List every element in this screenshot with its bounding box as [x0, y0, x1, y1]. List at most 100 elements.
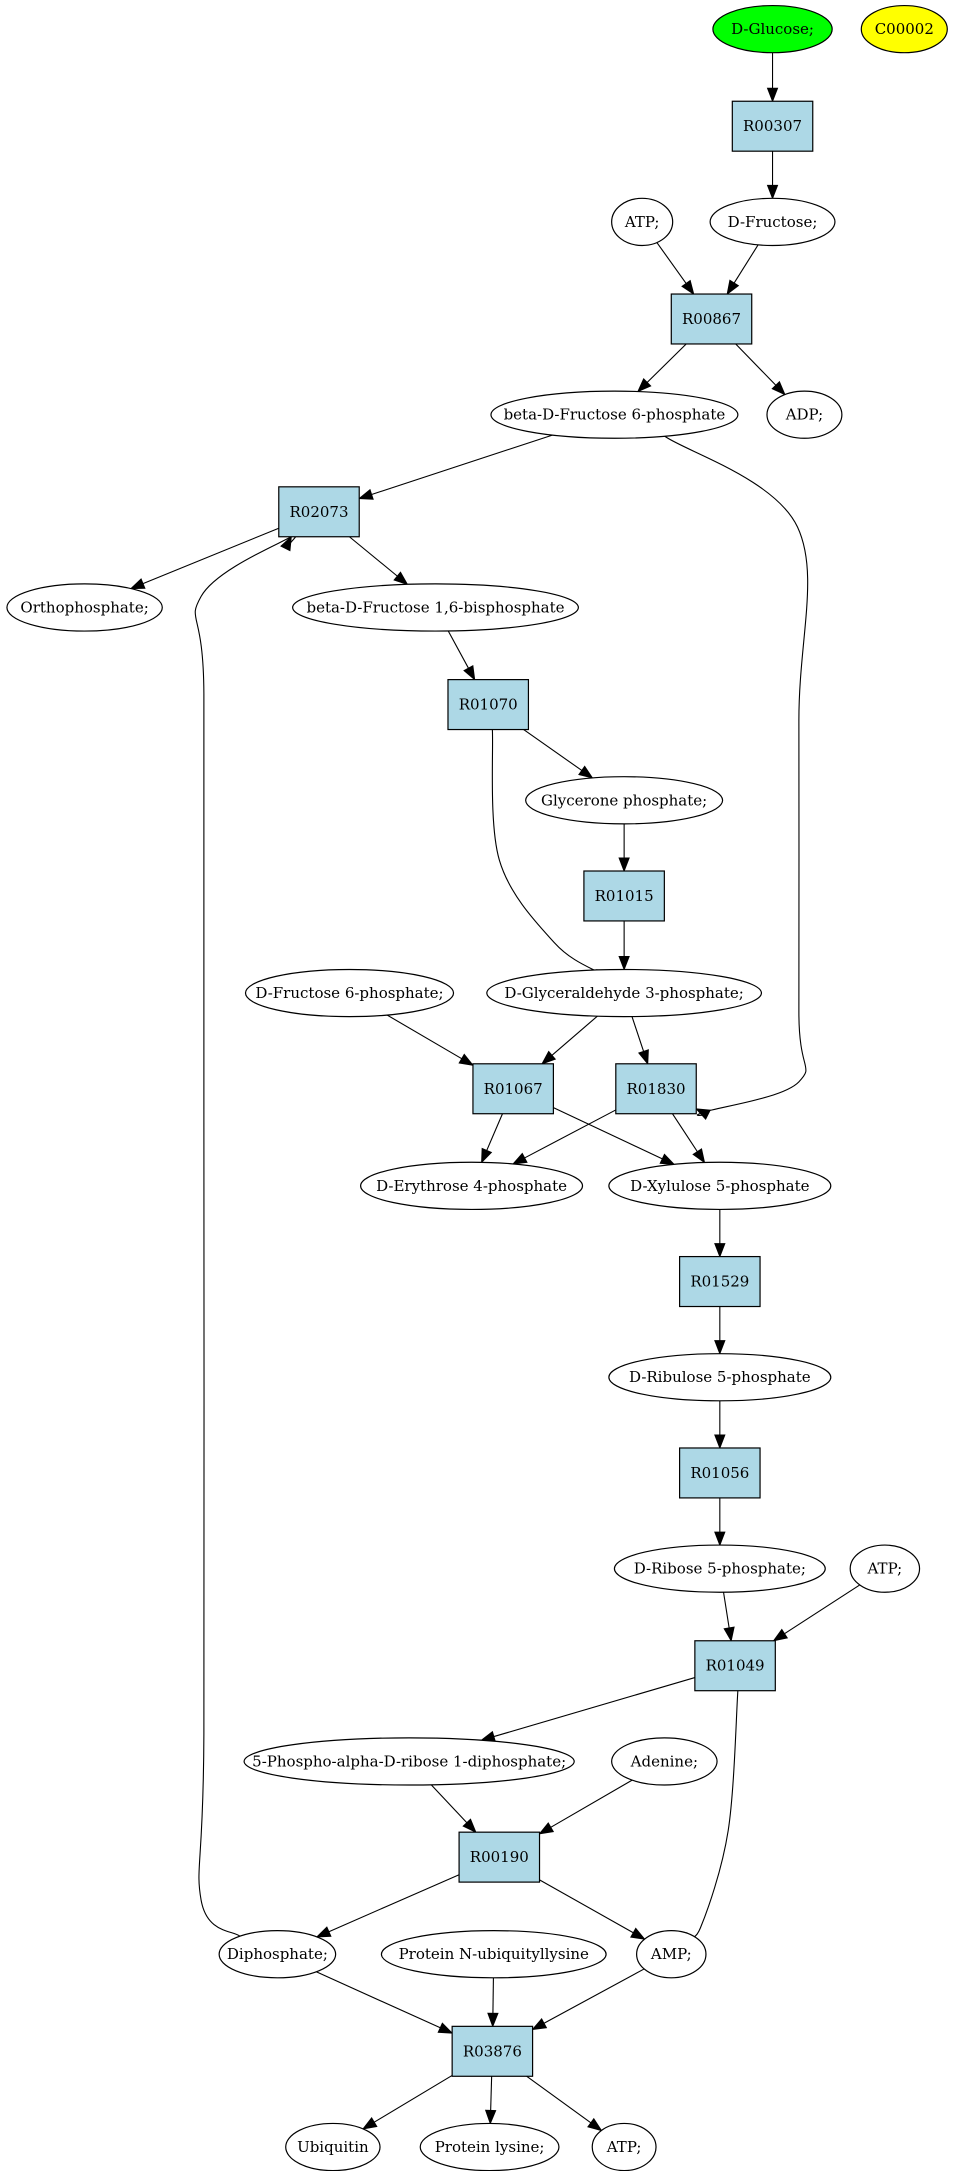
edge-line — [553, 1107, 663, 1160]
compound-node-adp[interactable]: ADP; — [766, 390, 843, 439]
compound-node-atp2[interactable]: ATP; — [849, 1544, 921, 1593]
edge-line — [491, 719, 609, 980]
compound-node-dru5p[interactable]: D-Ribulose 5-phosphate — [608, 1353, 832, 1402]
arrowhead-icon — [618, 955, 630, 971]
edge-atp1-to-r00867 — [656, 242, 695, 296]
reaction-node-r00190[interactable]: R00190 — [458, 1831, 541, 1883]
arrowhead-icon — [463, 665, 476, 681]
compound-ellipse — [611, 1737, 718, 1786]
compound-node-prpp[interactable]: 5-Phospho-alpha-D-ribose 1-diphosphate; — [243, 1737, 575, 1786]
compound-node-dr5p[interactable]: D-Ribose 5-phosphate; — [613, 1544, 826, 1593]
compound-node-de4p[interactable]: D-Erythrose 4-phosphate — [360, 1161, 584, 1211]
edge-r00867-to-adp — [735, 343, 786, 396]
edge-glyp-to-r01015 — [618, 823, 630, 873]
reaction-node-r01056[interactable]: R01056 — [679, 1447, 761, 1499]
arrowhead-icon — [714, 1531, 726, 1547]
arrowhead-icon — [766, 184, 779, 200]
edge-r00307-to-dfructose — [766, 151, 779, 200]
compound-node-ortho[interactable]: Orthophosphate; — [6, 583, 163, 632]
node-label: D-Glyceraldehyde 3-phosphate; — [504, 984, 743, 1002]
node-label: R01049 — [706, 1657, 765, 1675]
reaction-node-r03876[interactable]: R03876 — [451, 2025, 534, 2077]
reaction-node-r02073[interactable]: R02073 — [278, 486, 360, 538]
edge-bdf6p-to-r02073 — [357, 434, 553, 500]
compound-node-dx5p[interactable]: D-Xylulose 5-phosphate — [608, 1161, 832, 1211]
node-label: Ubiquitin — [297, 2138, 369, 2156]
compound-node-atp3[interactable]: ATP; — [591, 2122, 657, 2171]
node-label: C00002 — [875, 20, 934, 38]
edge-r01067-to-de4p — [481, 1113, 503, 1164]
edge-line — [373, 2074, 453, 2123]
compound-ellipse — [218, 1930, 337, 1979]
compound-node-atp1[interactable]: ATP; — [611, 197, 674, 247]
compound-node-dg3p[interactable]: D-Glyceraldehyde 3-phosphate; — [486, 968, 763, 1018]
edge-line — [524, 1109, 617, 1159]
arrowhead-icon — [659, 1153, 676, 1165]
edge-r02073-to-bdf16bp — [349, 536, 409, 586]
compound-node-amp[interactable]: AMP; — [636, 1930, 707, 1979]
reaction-node-r01070[interactable]: R01070 — [447, 679, 530, 731]
node-label: ATP; — [624, 213, 660, 231]
compound-ellipse — [490, 390, 739, 439]
compound-node-df6p[interactable]: D-Fructose 6-phosphate; — [244, 968, 455, 1018]
reaction-box — [447, 679, 530, 731]
edge-line — [486, 1113, 503, 1151]
edge-amp-to-r03876 — [531, 1968, 645, 2031]
reaction-node-r00307[interactable]: R00307 — [731, 100, 814, 152]
reaction-box — [679, 1255, 761, 1308]
node-label: R00307 — [743, 117, 802, 135]
compound-ellipse — [243, 1737, 575, 1786]
edge-line — [523, 729, 583, 771]
node-label: beta-D-Fructose 1,6-bisphosphate — [306, 598, 564, 616]
compound-node-glyp[interactable]: Glycerone phosphate; — [525, 776, 724, 825]
edge-r01056-to-dr5p — [714, 1497, 726, 1547]
edge-line — [371, 434, 553, 496]
reaction-node-r01015[interactable]: R01015 — [583, 870, 665, 922]
compound-ellipse — [380, 1930, 607, 1979]
compound-node-plysine[interactable]: Protein lysine; — [419, 2122, 560, 2171]
edge-bdf16bp-to-r01070 — [447, 630, 476, 681]
edge-line — [316, 1971, 441, 2029]
compound-node-bdf16bp[interactable]: beta-D-Fructose 1,6-bisphosphate — [292, 583, 579, 632]
node-label: R01056 — [690, 1464, 749, 1482]
edge-layer — [129, 52, 861, 2132]
arrowhead-icon — [280, 535, 292, 552]
compound-node-dfructose[interactable]: D-Fructose; — [709, 197, 836, 247]
compound-node-diphos[interactable]: Diphosphate; — [218, 1930, 337, 1979]
compound-ellipse — [292, 583, 579, 632]
edge-diphos-to-r02073 — [194, 534, 297, 1940]
compound-node-ubiquitin[interactable]: Ubiquitin — [285, 2122, 381, 2171]
reaction-box — [583, 870, 665, 922]
edge-dg3p-to-r01067 — [541, 1015, 598, 1065]
edge-line — [447, 630, 469, 669]
edge-line — [784, 1584, 861, 1635]
edge-dx5p-to-r01529 — [714, 1209, 726, 1258]
arrowhead-icon — [587, 2117, 603, 2132]
compound-node-adenine[interactable]: Adenine; — [611, 1737, 718, 1786]
compound-ellipse — [608, 1353, 832, 1402]
arrowhead-icon — [481, 1147, 493, 1164]
reaction-node-r01049[interactable]: R01049 — [694, 1640, 776, 1692]
arrowhead-icon — [714, 1434, 726, 1450]
edge-df6p-to-r01067 — [386, 1014, 475, 1066]
compound-node-bdf6p[interactable]: beta-D-Fructose 6-phosphate — [490, 390, 739, 439]
compound-node-dglucose[interactable]: D-Glucose; — [712, 4, 833, 54]
edge-line — [386, 1014, 463, 1060]
compound-ellipse — [860, 4, 948, 54]
reaction-node-r00867[interactable]: R00867 — [670, 293, 753, 345]
edge-r01067-to-dx5p — [553, 1107, 676, 1165]
arrowhead-icon — [618, 857, 630, 873]
edge-r01049-to-amp — [673, 1679, 740, 1948]
reaction-node-r01529[interactable]: R01529 — [679, 1255, 761, 1308]
compound-node-pnubl[interactable]: Protein N-ubiquityllysine — [380, 1930, 607, 1979]
reaction-node-r01067[interactable]: R01067 — [472, 1063, 554, 1115]
reaction-node-r01830[interactable]: R01830 — [615, 1063, 697, 1115]
arrowhead-icon — [766, 87, 779, 103]
node-label: Glycerone phosphate; — [541, 791, 707, 809]
compound-node-c00002[interactable]: C00002 — [860, 4, 948, 54]
compound-ellipse — [712, 4, 833, 54]
edge-line — [733, 244, 759, 284]
edge-line — [551, 1015, 598, 1056]
arrowhead-icon — [630, 1927, 646, 1940]
